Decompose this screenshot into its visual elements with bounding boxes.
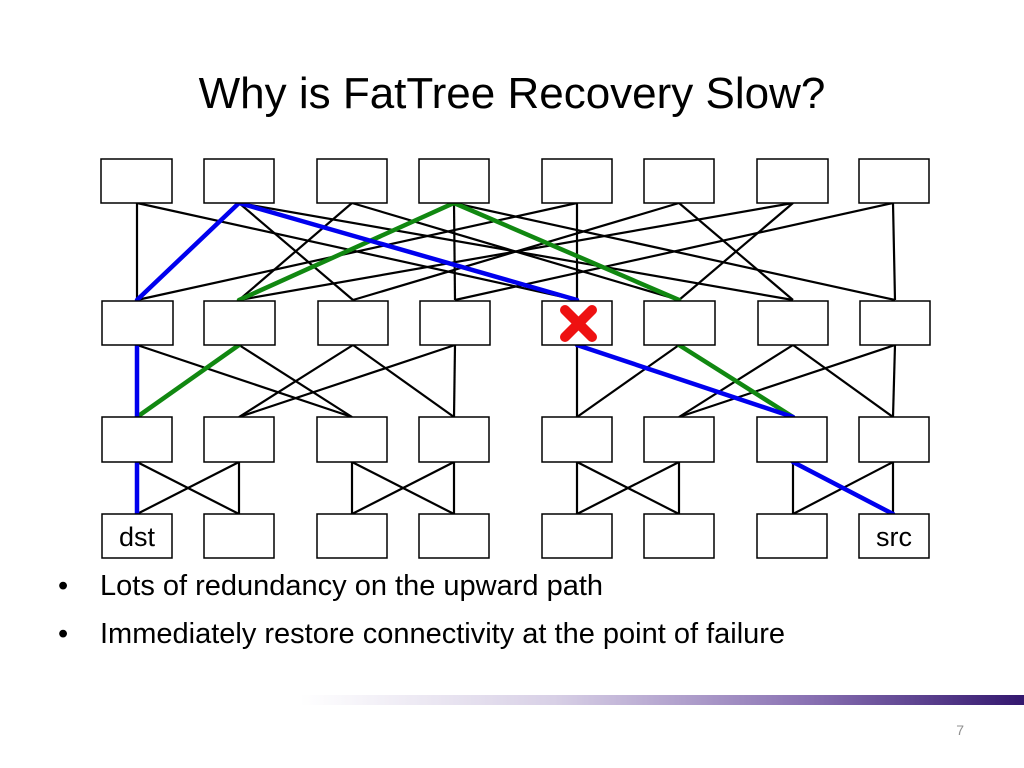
aggregation-switch bbox=[859, 300, 931, 346]
aggregation-switch bbox=[419, 300, 491, 346]
edge-switch bbox=[316, 416, 388, 463]
bullet-dot-icon: • bbox=[58, 570, 69, 602]
core-switch bbox=[643, 158, 715, 204]
hosts bbox=[101, 513, 930, 559]
dst-label: dst bbox=[119, 522, 156, 552]
core-switch bbox=[203, 158, 275, 204]
edge-switches bbox=[101, 416, 930, 463]
bullet-item: • Lots of redundancy on the upward path bbox=[58, 562, 785, 610]
core-switch bbox=[756, 158, 829, 204]
slide-title: Why is FatTree Recovery Slow? bbox=[198, 69, 826, 118]
aggregation-switch bbox=[317, 300, 389, 346]
edge-host-links bbox=[135, 461, 895, 515]
edge-switch bbox=[418, 416, 490, 463]
host bbox=[643, 513, 715, 559]
bullet-dot-icon: • bbox=[58, 618, 69, 650]
edge-switch bbox=[858, 416, 930, 463]
edge-switch bbox=[203, 416, 275, 463]
aggregation-switch bbox=[757, 300, 829, 346]
core-switch bbox=[858, 158, 930, 204]
host bbox=[316, 513, 388, 559]
core-switch bbox=[100, 158, 173, 204]
footer-gradient-bar bbox=[300, 695, 1024, 705]
host bbox=[756, 513, 828, 559]
src-label: src bbox=[876, 522, 912, 552]
host bbox=[203, 513, 275, 559]
failure-x-icon bbox=[560, 305, 597, 342]
bullet-text: Lots of redundancy on the upward path bbox=[100, 570, 604, 602]
aggregation-edge-links bbox=[135, 343, 897, 419]
bullet-list: • Lots of redundancy on the upward path … bbox=[58, 562, 785, 658]
host-dst bbox=[101, 513, 173, 559]
page-number: 7 bbox=[956, 722, 964, 738]
core-switch bbox=[418, 158, 490, 204]
edge-switch bbox=[756, 416, 828, 463]
aggregation-switch bbox=[101, 300, 174, 346]
edge-switch bbox=[643, 416, 715, 463]
core-switch bbox=[316, 158, 388, 204]
bullet-text: Immediately restore connectivity at the … bbox=[100, 618, 786, 650]
host-src bbox=[858, 513, 930, 559]
core-switch bbox=[541, 158, 613, 204]
core-aggregation-links bbox=[135, 201, 897, 302]
aggregation-switches bbox=[101, 300, 931, 346]
bullet-item: • Immediately restore connectivity at th… bbox=[58, 610, 785, 658]
aggregation-switch bbox=[203, 300, 276, 346]
aggregation-switch bbox=[643, 300, 716, 346]
core-switches bbox=[100, 158, 930, 204]
blue-path bbox=[134, 200, 896, 517]
host bbox=[541, 513, 613, 559]
edge-switch bbox=[101, 416, 173, 463]
host bbox=[418, 513, 490, 559]
edge-switch bbox=[541, 416, 613, 463]
